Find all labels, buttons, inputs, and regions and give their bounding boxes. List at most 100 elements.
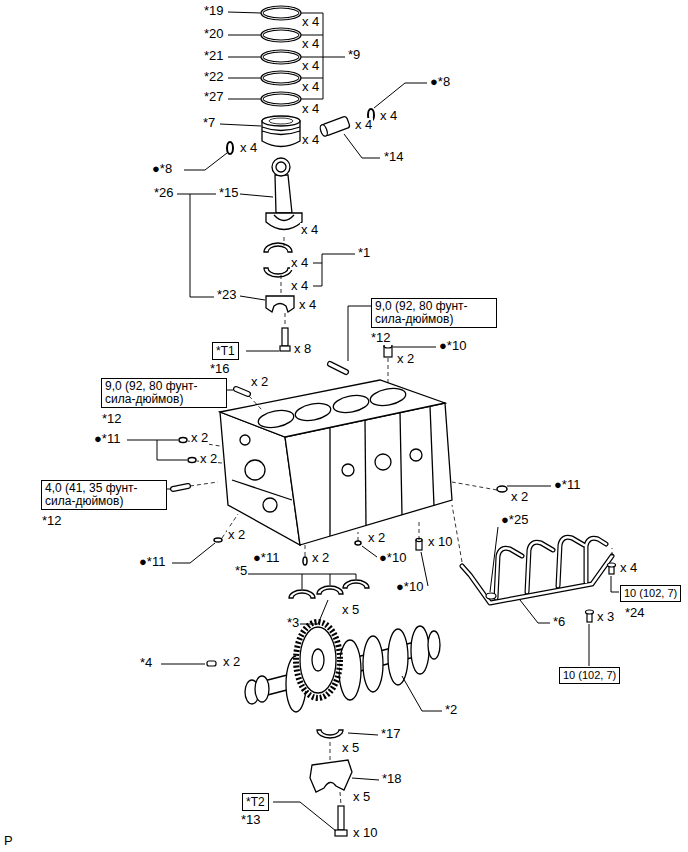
cylinder-block [245,460,265,480]
oil-jet-assembly [462,556,612,603]
callout-label: x 10 [352,826,379,840]
callout-label: *12 [101,412,123,426]
main-bearing-shell [317,586,343,594]
main-bearing-shell [289,580,369,598]
rod-bolt [280,346,290,351]
plug [179,438,507,566]
box-text: 10 (102, 7) [624,587,677,600]
callout-label: *9 [347,48,361,62]
callout-label: *12 [370,331,392,345]
cap-bolt [335,830,347,836]
callout-label: x 4 [619,561,638,575]
rod-cap [266,296,294,312]
tool-box: *T1 [212,342,239,360]
leader-line [344,134,380,158]
callout-label: ●*10 [378,551,407,565]
callout-label: *3 [286,616,300,630]
tool-box: *T2 [242,793,269,811]
torque-spec-box: 4,0 (41, 35 фунт-сила-дюймов) [41,480,167,510]
stud-pin [236,389,248,394]
piston-ring [262,7,300,19]
callout-label: *21 [203,49,225,63]
callout-label: *16 [209,362,231,376]
callout-label: *27 [203,90,225,104]
connecting-rod [274,215,294,221]
cylinder-block [375,454,391,470]
piston-ring [262,29,300,41]
torque-spec-box: 9,0 (92, 80 фунт-сила-дюймов) [101,378,227,408]
leader-line [313,254,355,286]
callout-label: x 8 [293,342,312,356]
callout-label: x 4 [300,223,319,237]
center-line [452,505,612,562]
stud-pin [330,364,346,372]
callout-label: x 2 [222,655,241,669]
callout-label: x 4 [290,279,309,293]
piston-ring [262,93,300,105]
callout-label: *20 [203,27,225,41]
jet-bolt [608,563,616,567]
callout-label: x 2 [190,431,209,445]
callout-label: x 4 [379,109,398,123]
leader-line [402,676,442,711]
cylinder-block [430,406,434,506]
leader-line [611,576,619,592]
leader-line [362,546,377,557]
callout-label: ●*25 [500,513,529,527]
stud-pin [330,364,346,372]
piston-ring [262,72,300,84]
oil-jet-assembly [486,593,496,599]
callout-label: ●*8 [429,75,451,89]
oil-jet-assembly [586,538,606,582]
bearing-shell [264,243,292,252]
callout-label: x 4 [301,80,320,94]
cylinder-block [220,380,452,545]
leader-line [172,543,215,563]
cylinder-block [257,408,295,431]
leader-line [177,194,216,297]
oil-jet-assembly [462,537,612,603]
main-bearing-shell [343,580,369,588]
cap-bolt [335,806,347,836]
callout-label: x 4 [301,15,320,29]
leader-line [348,733,378,735]
crankshaft [245,622,440,712]
oil-jet-assembly [527,542,553,592]
callout-label: x 2 [250,375,269,389]
stud-pin [173,486,188,489]
callout-label: x 2 [367,531,386,545]
piston-pin [319,124,329,137]
plug [214,538,222,542]
center-line [281,237,285,327]
leader-line [352,778,379,780]
connecting-rod [266,158,302,230]
callout-label: *19 [203,4,225,18]
crankshaft [312,649,324,671]
oil-jet-assembly [462,537,612,603]
piston-ring [262,29,300,41]
center-line [188,237,612,805]
connecting-rod [276,162,286,172]
callout-label: *2 [444,703,458,717]
leader-line [226,390,233,391]
callout-label: *5 [234,564,248,578]
callout-label: x 10 [427,535,454,549]
callout-label: *24 [624,606,646,620]
crank-key [207,661,216,666]
box-text: *T2 [246,795,265,809]
oil-jet-assembly [496,548,522,598]
piston-ring [262,51,300,63]
leader-line [240,296,265,300]
main-bearing-shell [289,590,315,598]
center-line [222,482,497,556]
callout-label: ●*10 [395,580,424,594]
main-bearing-shell [317,730,343,738]
main-bearing-cap [310,760,352,792]
piston-ring [262,51,300,63]
leader-line [507,486,551,487]
cylinder-block [329,427,330,536]
oil-jet-assembly [558,537,584,586]
leader-line [300,600,328,624]
piston [262,127,300,131]
leader-line [589,624,590,666]
